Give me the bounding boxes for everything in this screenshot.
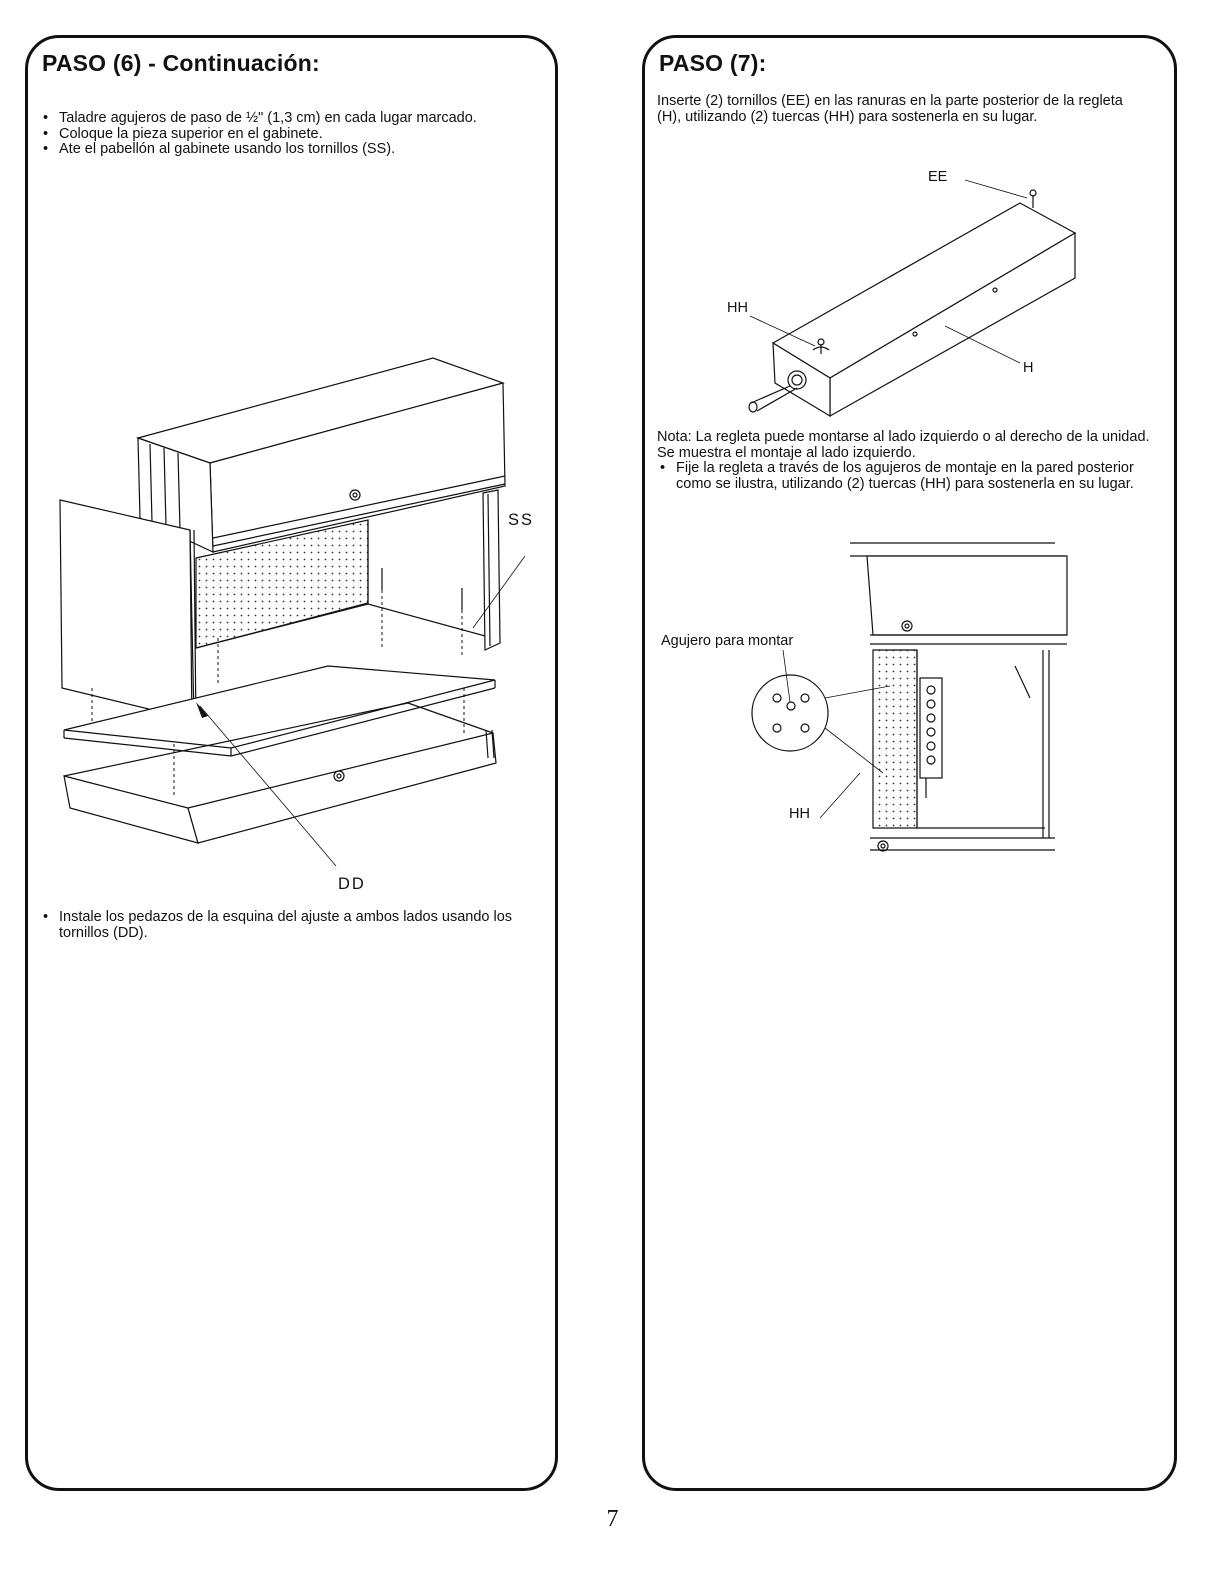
cabinet-assembly-diagram [59, 357, 526, 867]
instruction-item: Instale los pedazos de la esquina del aj… [40, 909, 535, 941]
step-7-instructions: Fije la regleta a través de los agujeros… [657, 460, 1157, 492]
power-strip-diagram [748, 179, 1077, 852]
instruction-item: Ate el pabellón al gabinete usando los t… [40, 141, 545, 158]
instruction-item: Fije la regleta a través de los agujeros… [657, 460, 1157, 492]
label-ee: EE [928, 169, 948, 185]
step-7-note: Nota: La regleta puede montarse al lado … [657, 429, 1150, 461]
label-h: H [1023, 360, 1034, 376]
step-7-intro: Inserte (2) tornillos (EE) en las ranura… [657, 93, 1123, 125]
step-7-panel: PASO (7): Inserte (2) tornillos (EE) en … [642, 35, 1177, 1491]
label-mounting-hole: Agujero para montar [661, 633, 794, 649]
label-hh-bottom: HH [789, 806, 810, 822]
label-hh-top: HH [727, 300, 748, 316]
step-6-final-instruction: Instale los pedazos de la esquina del aj… [40, 909, 535, 941]
label-dd: DD [338, 875, 366, 893]
instruction-item: Coloque la pieza superior en el gabinete… [40, 126, 545, 143]
step-6-panel: PASO (6) - Continuación: Taladre agujero… [25, 35, 558, 1491]
label-ss: SS [508, 511, 535, 529]
instruction-item: Taladre agujeros de paso de ½" (1,3 cm) … [40, 110, 545, 127]
step-7-heading: PASO (7): [659, 50, 767, 76]
step-6-instructions: Taladre agujeros de paso de ½" (1,3 cm) … [40, 110, 545, 158]
step-6-heading: PASO (6) - Continuación: [42, 50, 320, 76]
page-number: 7 [606, 1506, 619, 1532]
